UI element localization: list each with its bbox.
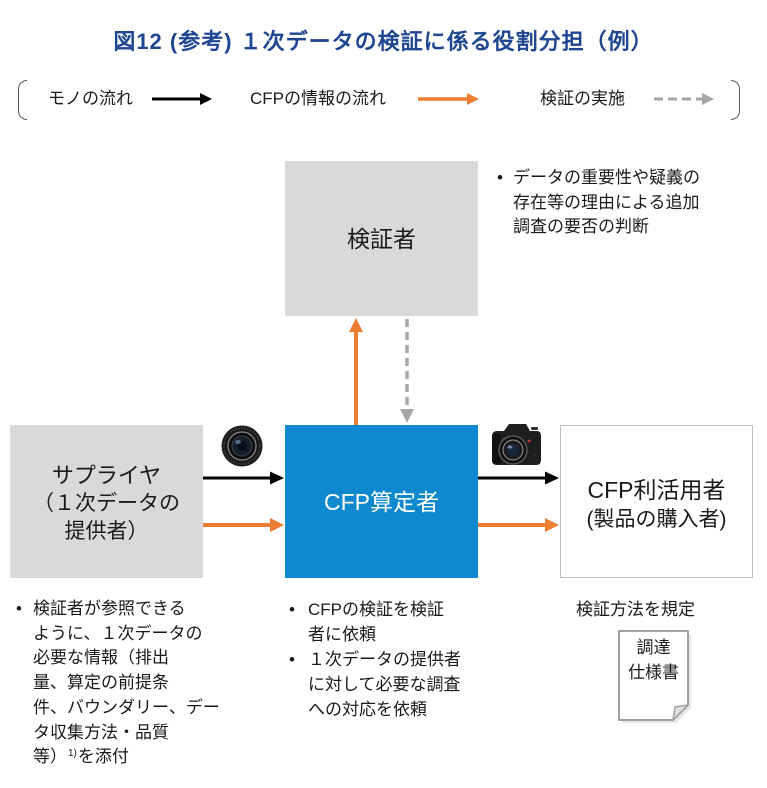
legend-goods-arrow [152, 93, 212, 105]
note-line: 件、バウンダリー、デー [33, 697, 220, 717]
note-text: を添付 [77, 747, 129, 767]
note-line: データの重要性や疑義の [513, 168, 700, 187]
footnote-reference: 1) [68, 748, 77, 760]
camera-lens-icon [221, 425, 263, 467]
arrow-head [200, 93, 212, 105]
calculator-to-user-info-arrow [478, 518, 559, 532]
supplier-sublabel-line: （１次データの [33, 491, 180, 515]
note-line: への対応を依頼 [308, 700, 427, 719]
cfp-calculator-label: CFP算定者 [324, 488, 439, 515]
legend-bracket-left [18, 80, 27, 120]
note-line: １次データの提供者 [308, 650, 461, 669]
camera-lens-highlight [507, 445, 513, 449]
note-line: 検証者が参照できる [33, 599, 186, 618]
cfp-calculator-box: CFP算定者 [285, 425, 478, 578]
arrow-head [467, 93, 479, 105]
document-fold [672, 704, 689, 721]
supplier-label: サプライヤ [51, 462, 162, 488]
note-line: 調査の要否の判断 [513, 217, 649, 237]
camera-grip [492, 434, 501, 464]
camera-red-dot [527, 439, 531, 443]
arrow-head [270, 518, 284, 532]
supplier-sublabel-line: 提供者） [64, 519, 149, 543]
legend-bracket-right [731, 80, 740, 120]
note-line: に対して必要な調査 [308, 675, 461, 694]
note-line: ように、１次データの [33, 623, 203, 643]
page-title: 図12 (参考) １次データの検証に係る役割分担（例） [113, 29, 654, 54]
arrow-head [545, 518, 559, 532]
cfp-user-sublabel: (製品の購入者) [586, 507, 727, 531]
arrow-head [702, 93, 714, 105]
verifier-note: データの重要性や疑義の 存在等の理由による追加 調査の要否の判断 [497, 166, 700, 240]
note-line: 存在等の理由による追加 [513, 192, 700, 212]
verifier-box: 検証者 [285, 161, 478, 316]
verifier-label: 検証者 [347, 225, 416, 252]
verifier-note-bullet: データの重要性や疑義の 存在等の理由による追加 調査の要否の判断 [497, 166, 700, 240]
arrow-head [545, 471, 559, 485]
procurement-spec-label: 調達 仕様書 [619, 635, 688, 685]
note-text: 等） [33, 747, 67, 767]
cfp-calculator-note-bullet: CFPの検証を検証 者に依頼 [289, 597, 461, 647]
calculator-to-verifier-info-arrow [349, 318, 363, 425]
supplier-to-calculator-info-arrow [203, 518, 284, 532]
camera-button [533, 453, 537, 457]
calculator-to-user-goods-arrow [478, 471, 559, 485]
supplier-to-calculator-goods-arrow [203, 471, 284, 485]
document-icon [618, 630, 691, 723]
note-line: 量、算定の前提条 [33, 673, 169, 693]
cfp-user-note: 検証方法を規定 [576, 600, 695, 619]
supplier-box: サプライヤ （１次データの 提供者） [10, 425, 203, 578]
supplier-note-bullet: 検証者が参照できる ように、１次データの 必要な情報（排出 量、算定の前提条 件… [16, 597, 220, 770]
note-line: CFPの検証を検証 [308, 600, 444, 619]
verifier-to-calculator-verification-arrow [400, 319, 414, 423]
cfp-calculator-note-bullet: １次データの提供者 に対して必要な調査 への対応を依頼 [289, 647, 461, 722]
camera-dial [531, 427, 538, 430]
document-label-line: 調達 [636, 638, 671, 657]
legend-verification-arrow [654, 93, 714, 105]
supplier-note: 検証者が参照できる ように、１次データの 必要な情報（排出 量、算定の前提条 件… [16, 597, 220, 770]
note-line: タ収集方法・品質 [33, 722, 169, 742]
note-line: 必要な情報（排出 [33, 648, 169, 668]
cfp-user-box: CFP利活用者 (製品の購入者) [560, 425, 753, 578]
arrow-head [349, 318, 363, 332]
note-line: 者に依頼 [308, 625, 376, 644]
cfp-calculator-note: CFPの検証を検証 者に依頼 １次データの提供者 に対して必要な調査 への対応を… [289, 597, 461, 722]
legend-goods-label: モノの流れ [48, 89, 133, 108]
legend-verification-label: 検証の実施 [540, 89, 625, 108]
document-label-line: 仕様書 [628, 663, 679, 682]
camera-icon [492, 424, 541, 465]
arrow-head [270, 471, 284, 485]
legend-info-label: CFPの情報の流れ [250, 89, 386, 108]
lens-grip-ring [223, 427, 261, 465]
arrow-head [400, 409, 414, 423]
legend-info-arrow [418, 93, 479, 105]
cfp-user-label: CFP利活用者 [587, 476, 726, 503]
lens-highlight [235, 440, 241, 444]
note-line-last: 等）1)を添付 [33, 745, 220, 770]
